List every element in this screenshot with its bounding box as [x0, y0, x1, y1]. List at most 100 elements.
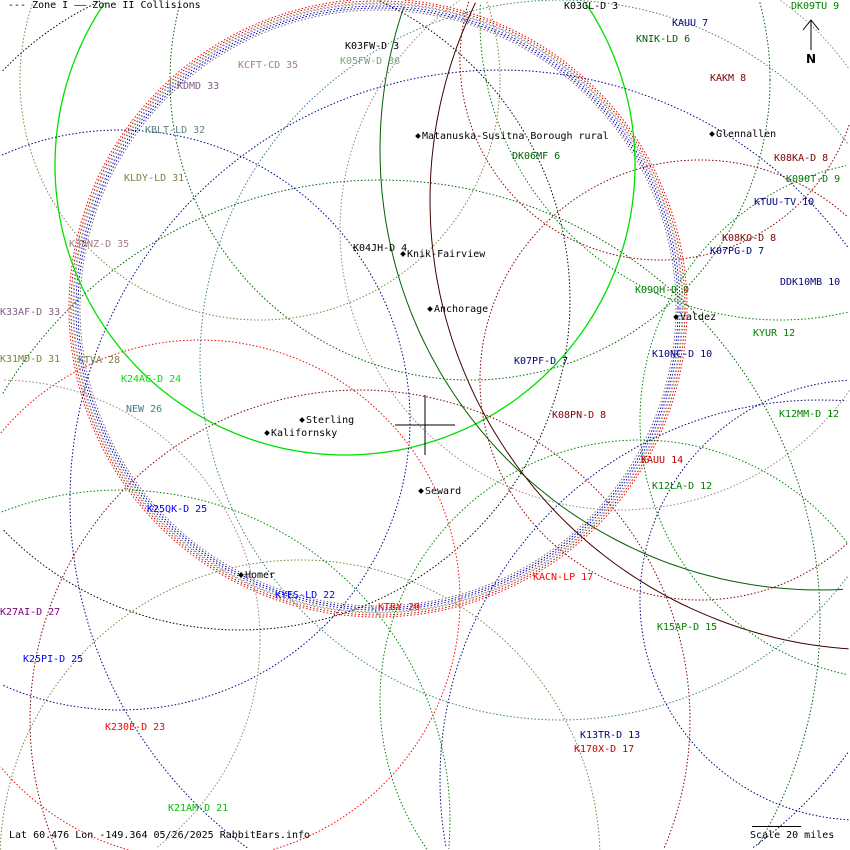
station-label[interactable]: KDMD 33: [177, 81, 220, 92]
city-name: Seward: [425, 486, 462, 497]
station-label[interactable]: K24AG-D 24: [121, 374, 182, 385]
coverage-contour: [0, 559, 601, 850]
coverage-contour: [439, 399, 847, 847]
coverage-contour: [584, 2, 636, 165]
coverage-contour: [639, 379, 849, 821]
station-label[interactable]: KCFT-CD 35: [238, 60, 299, 71]
station-label[interactable]: K15AP-D 15: [657, 622, 718, 633]
station-label[interactable]: K12LA-D 12: [652, 481, 713, 492]
station-label[interactable]: K170X-D 17: [574, 744, 635, 755]
station-label[interactable]: K08KO-D 8: [722, 233, 777, 244]
city-dot-icon: [299, 417, 305, 423]
coverage-contour: [479, 159, 848, 601]
station-label[interactable]: KYES-LD 22: [275, 590, 336, 601]
station-label[interactable]: KAUU 7: [672, 18, 709, 29]
station-label[interactable]: KNIK-LD 6: [636, 34, 691, 45]
city-marker: Kalifornsky: [264, 428, 338, 440]
city-name: Anchorage: [434, 304, 489, 315]
coverage-contour: [780, 0, 850, 70]
north-label: N: [806, 52, 817, 66]
coverage-contour: [0, 766, 129, 850]
station-label[interactable]: KYUR 12: [753, 328, 796, 339]
city-name: Sterling: [306, 415, 355, 426]
station-label[interactable]: K090T-D 9: [786, 174, 841, 185]
station-label[interactable]: KTBY 20: [378, 602, 421, 613]
coverage-contour: [77, 7, 679, 609]
city-marker: Knik-Fairview: [400, 249, 486, 261]
city-marker: Valdez: [673, 312, 716, 324]
city-name: Glennallen: [716, 129, 777, 140]
station-label[interactable]: KTVA 28: [78, 355, 121, 366]
station-label[interactable]: K09QH-D 9: [635, 285, 690, 296]
coverage-contour: [4, 379, 261, 640]
coverage-contour: [0, 339, 461, 600]
city-marker: Matanuska-Susitna Borough rural: [415, 131, 609, 143]
scale-bar: [752, 826, 801, 827]
coverage-contour: [70, 0, 686, 616]
coverage-contour: [72, 2, 684, 614]
station-label[interactable]: K27AI-D 27: [0, 607, 61, 618]
coverage-contour: [379, 6, 844, 591]
city-name: Kalifornsky: [271, 428, 338, 439]
station-label[interactable]: K35NZ-D 35: [69, 239, 130, 250]
station-label[interactable]: KAKM 8: [710, 73, 747, 84]
station-label[interactable]: K21AM-D 21: [168, 803, 229, 814]
station-label[interactable]: K04JH-D 4: [353, 243, 408, 254]
station-label[interactable]: KTUU-TV 10: [754, 197, 815, 208]
station-label[interactable]: K07PG-D 7: [710, 246, 765, 257]
coverage-contour: [79, 9, 677, 607]
city-marker: Sterling: [299, 415, 355, 427]
coverage-contour: [271, 600, 461, 850]
station-label[interactable]: K03GL-D 3: [564, 1, 619, 12]
station-label[interactable]: K08PN-D 8: [552, 410, 607, 421]
city-name: Knik-Fairview: [407, 249, 486, 260]
coverage-contour: [486, 1, 501, 80]
city-dot-icon: [415, 133, 421, 139]
city-dot-icon: [673, 314, 679, 320]
station-label[interactable]: K08KA-D 8: [774, 153, 829, 164]
station-label[interactable]: K31MD-D 31: [0, 354, 61, 365]
station-label[interactable]: KAUU 14: [641, 455, 684, 466]
station-label[interactable]: K230E-D 23: [105, 722, 166, 733]
station-label[interactable]: NEW 26: [126, 404, 163, 415]
location-footer: Lat 60.476 Lon -149.364 05/26/2025 Rabbi…: [9, 830, 311, 841]
station-label[interactable]: KBLT-LD 32: [145, 125, 206, 136]
coverage-contour: [639, 165, 847, 675]
city-dot-icon: [427, 306, 433, 312]
station-label[interactable]: K05FW-D 36: [340, 56, 401, 67]
station-label[interactable]: DK09TU 9: [791, 1, 840, 12]
station-label[interactable]: KLDY-LD 31: [124, 173, 185, 184]
city-marker: Anchorage: [427, 304, 489, 316]
station-label[interactable]: K25QK-D 25: [147, 504, 208, 515]
coverage-contour: [29, 389, 691, 850]
coverage-contour: [68, 0, 688, 618]
coverage-contour: [19, 1, 501, 321]
city-dot-icon: [709, 131, 715, 137]
station-label[interactable]: DK06MF 6: [512, 151, 561, 162]
station-label[interactable]: K13TR-D 13: [580, 730, 641, 741]
station-label[interactable]: K07PF-D 7: [514, 356, 569, 367]
city-name: Homer: [245, 570, 276, 581]
coverage-contour: [2, 299, 571, 631]
city-name: Matanuska-Susitna Borough rural: [422, 131, 609, 142]
coverage-contour: [379, 439, 848, 850]
station-label[interactable]: DDK10MB 10: [780, 277, 841, 288]
city-dot-icon: [400, 251, 406, 257]
coverage-contour: [73, 3, 683, 613]
coverage-contour: [759, 2, 771, 80]
legend-zone1: --- Zone I: [8, 0, 69, 11]
coverage-contour: [169, 2, 771, 381]
city-dot-icon: [238, 572, 244, 578]
station-label[interactable]: K33AF-D 33: [0, 307, 61, 318]
city-dot-icon: [264, 430, 270, 436]
station-label[interactable]: K03FW-D 3: [345, 41, 400, 52]
station-label[interactable]: K10NC-D 10: [652, 349, 713, 360]
city-marker: Seward: [418, 486, 462, 498]
station-label[interactable]: K25PI-D 25: [23, 654, 84, 665]
city-dot-icon: [418, 488, 424, 494]
coverage-contour: [448, 819, 451, 849]
station-label[interactable]: KACN-LP 17: [533, 572, 594, 583]
station-label[interactable]: K12MM-D 12: [779, 409, 840, 420]
